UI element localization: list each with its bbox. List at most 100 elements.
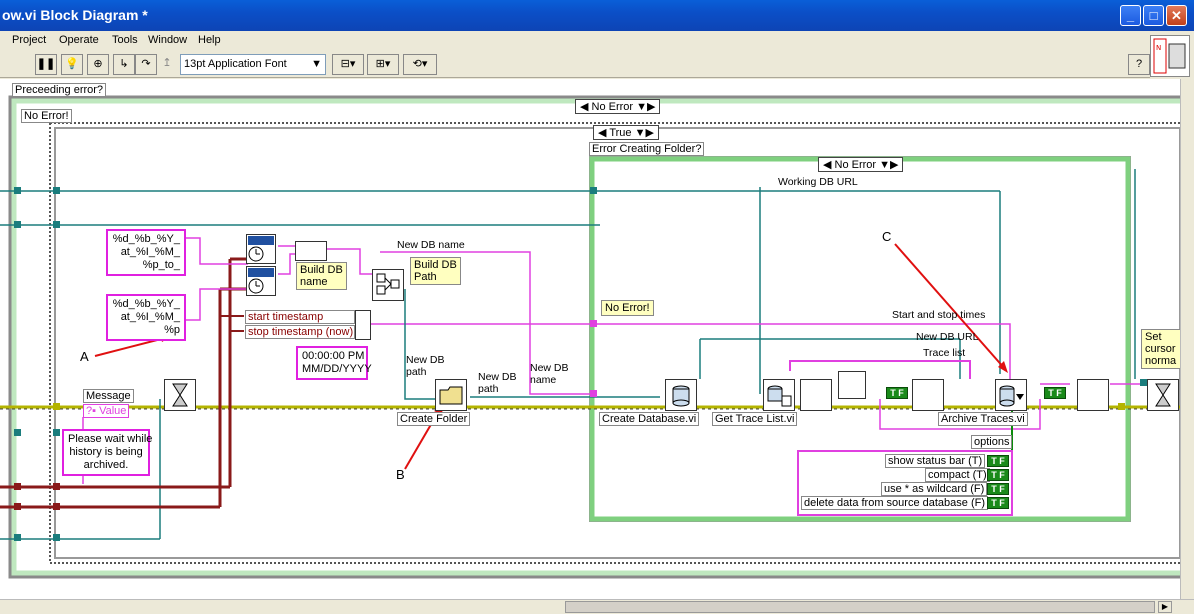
time-format-line-1: 00:00:00 PM (302, 350, 365, 362)
font-selector[interactable]: 13pt Application Font▼ (180, 54, 326, 75)
stop-timestamp-element[interactable]: stop timestamp (now) (245, 325, 355, 339)
set-cursor-line-1: Set (1145, 331, 1162, 343)
build-db-path-comment[interactable]: Build DB Path (410, 257, 461, 285)
message-line-2: history is being (69, 446, 143, 458)
boolean-true-constant[interactable]: T F (886, 387, 908, 399)
trace-list-label: Trace list (923, 347, 966, 359)
pause-button[interactable]: ❚❚ (35, 54, 57, 75)
option-bool[interactable]: T F (987, 497, 1009, 509)
message-line-3: archived. (83, 459, 129, 471)
scrollbar-thumb[interactable] (565, 601, 1155, 613)
trace-list-sort-node[interactable] (800, 379, 832, 411)
bundle-node[interactable] (355, 310, 371, 340)
menu-project[interactable]: Project (12, 34, 47, 46)
option-bool[interactable]: T F (987, 469, 1009, 481)
new-db-path-1-line-2: path (406, 366, 427, 378)
distribute-objects-icon[interactable]: ⊞▾ (367, 54, 399, 75)
new-db-url-label: New DB URL (916, 331, 979, 343)
outer-selector-value: No Error (591, 101, 634, 113)
inner-case-label[interactable]: No Error! (21, 109, 72, 123)
format-a-line-1: %d_%b_%Y_ (112, 233, 180, 245)
set-property-node-2[interactable] (1077, 379, 1109, 411)
array-node[interactable] (838, 371, 866, 399)
archive-traces-caption: Archive Traces.vi (938, 412, 1028, 426)
archive-traces-node[interactable] (995, 379, 1027, 411)
menu-operate[interactable]: Operate (59, 34, 99, 46)
build-db-name-comment[interactable]: Build DB name (296, 262, 347, 290)
create-folder-node[interactable] (435, 379, 467, 411)
time-format-string[interactable]: 00:00:00 PM MM/DD/YYYY (296, 346, 372, 380)
annotation-b: B (396, 467, 405, 482)
close-button[interactable]: ✕ (1166, 5, 1187, 26)
message-text-constant[interactable]: Please wait while history is being archi… (62, 429, 152, 476)
time-format-line-2: MM/DD/YYYY (302, 363, 372, 375)
options-cluster[interactable]: show status bar (T) compact (T) use * as… (797, 450, 1013, 516)
get-trace-list-caption: Get Trace List.vi (712, 412, 798, 426)
create-folder-caption: Create Folder (397, 412, 471, 426)
set-property-node[interactable] (912, 379, 944, 411)
menu-window[interactable]: Window (148, 34, 188, 46)
folder-case-label[interactable]: Error Creating Folder? (589, 142, 705, 156)
option-bool[interactable]: T F (987, 483, 1009, 495)
format-a-line-2: at_%I_%M_ (120, 246, 180, 258)
outer-case-label[interactable]: Preceeding error? (12, 83, 107, 97)
option-row[interactable]: compact (T) (925, 468, 990, 482)
align-objects-icon[interactable]: ⊟▾ (332, 54, 364, 75)
option-bool[interactable]: T F (987, 455, 1009, 467)
message-value-element[interactable]: ?▪ Value (83, 404, 130, 418)
inner-selector-value: No Error (834, 159, 877, 171)
highlight-execution-icon[interactable]: 💡 (61, 54, 83, 75)
retain-wire-values-icon[interactable]: ⊕ (87, 54, 109, 75)
format-b-line-1: %d_%b_%Y_ (112, 298, 180, 310)
create-database-node[interactable] (665, 379, 697, 411)
true-case-selector[interactable]: ◀ True ▼▶ (593, 125, 659, 140)
help-icon[interactable]: ? (1128, 54, 1150, 75)
vertical-scrollbar[interactable] (1180, 79, 1194, 599)
create-database-caption: Create Database.vi (599, 412, 700, 426)
svg-text:N: N (1156, 44, 1161, 52)
new-db-name-2-line-1: New DB (530, 362, 569, 374)
window-title: ow.vi Block Diagram * (2, 7, 148, 23)
horizontal-scrollbar[interactable]: ▶ (0, 599, 1194, 614)
step-over-icon[interactable]: ↷ (135, 54, 157, 75)
set-cursor-comment[interactable]: Set cursor norma (1141, 329, 1180, 369)
maximize-button[interactable]: □ (1143, 5, 1164, 26)
format-b-line-3: %p (164, 324, 180, 336)
reset-cursor-node[interactable] (1147, 379, 1179, 411)
option-row[interactable]: show status bar (T) (885, 454, 986, 468)
step-into-icon[interactable]: ↳ (113, 54, 135, 75)
get-trace-list-node[interactable] (763, 379, 795, 411)
menu-tools[interactable]: Tools (112, 34, 138, 46)
reorder-icon[interactable]: ⟲▾ (403, 54, 437, 75)
boolean-true-constant-2[interactable]: T F (1044, 387, 1066, 399)
build-path-node[interactable] (372, 269, 404, 301)
hourglass-icon (172, 383, 188, 407)
format-string-b[interactable]: %d_%b_%Y_ at_%I_%M_ %p (106, 294, 186, 341)
inner-case-selector[interactable]: ◀ No Error ▼▶ (818, 157, 904, 172)
outer-case-selector[interactable]: ◀ No Error ▼▶ (575, 99, 661, 114)
options-label: options (971, 435, 1013, 449)
menu-help[interactable]: Help (198, 34, 221, 46)
start-timestamp-element[interactable]: start timestamp (245, 310, 355, 324)
option-row[interactable]: delete data from source database (F) (801, 496, 988, 510)
option-row[interactable]: use * as wildcard (F) (881, 482, 988, 496)
no-error-constant[interactable]: No Error! (601, 300, 654, 316)
working-db-url-label: Working DB URL (778, 176, 858, 188)
database-icon (767, 385, 792, 407)
format-string-a[interactable]: %d_%b_%Y_ at_%I_%M_ %p_to_ (106, 229, 186, 276)
format-datetime-node-1[interactable] (246, 234, 276, 264)
step-out-icon[interactable]: ↥ (157, 54, 177, 75)
message-label: Message (83, 389, 134, 403)
font-value: 13pt Application Font (184, 58, 287, 70)
format-b-line-2: at_%I_%M_ (120, 311, 180, 323)
vi-icon-graphic: N (1153, 38, 1186, 74)
scroll-right-icon[interactable]: ▶ (1158, 601, 1172, 613)
concatenate-strings-node[interactable] (295, 241, 327, 261)
build-path-icon (376, 273, 400, 295)
wait-cursor-node[interactable] (164, 379, 196, 411)
block-diagram-canvas[interactable]: Preceeding error? ◀ No Error ▼▶ No Error… (0, 79, 1180, 599)
format-a-line-3: %p_to_ (142, 259, 180, 271)
format-datetime-node-2[interactable] (246, 266, 276, 296)
new-db-path-2-line-2: path (478, 383, 499, 395)
minimize-button[interactable]: _ (1120, 5, 1141, 26)
